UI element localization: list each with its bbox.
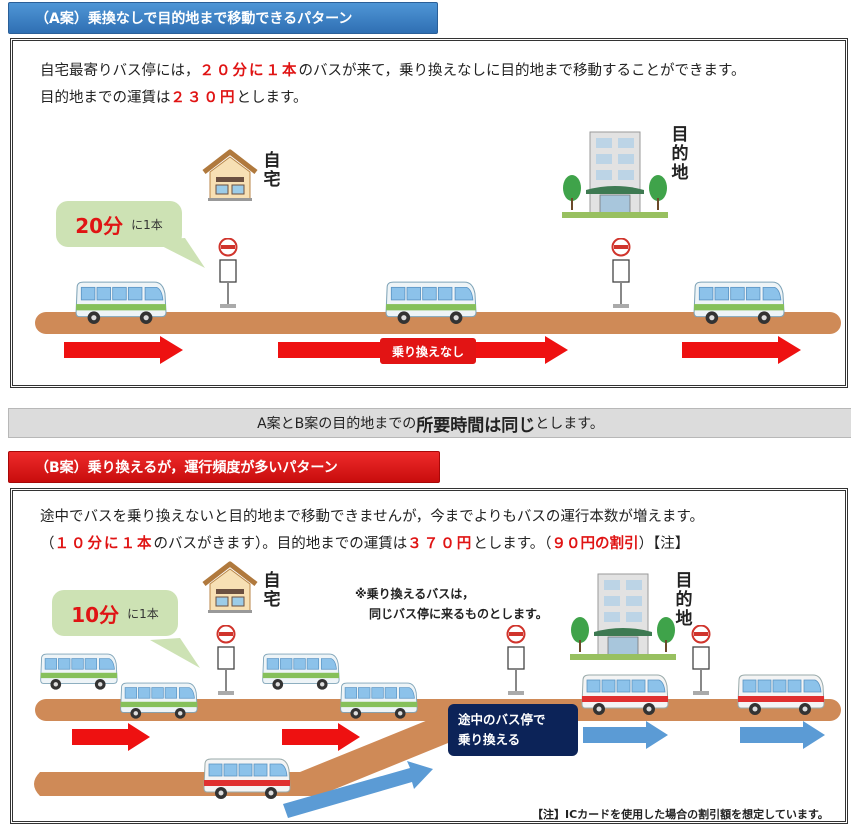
plan-b-bubble-tail — [150, 638, 200, 668]
plan-b-footnote: 【注】ICカードを使用した場合の割引額を想定しています。 — [532, 808, 829, 821]
plan-b-bus-stop-icon — [506, 625, 526, 696]
plan-b-bus-icon — [262, 653, 340, 691]
same-travel-time-emphasis: 所要時間は同じ — [416, 415, 536, 436]
plan-a-frequency-bubble: 20分 に1本 — [56, 201, 182, 247]
plan-a-destination-label: 目的地 — [671, 125, 689, 183]
plan-b-tab-title: （B案）乗り換えるが，運行頻度が多いパターン — [35, 460, 338, 476]
plan-b-desc-line1: 途中でバスを乗り換えないと目的地まで移動できませんが，今までよりもバスの運行本数… — [40, 509, 704, 525]
plan-a-frequency: ２０分に１本 — [199, 63, 299, 79]
plan-b-bus-stop-icon — [216, 625, 236, 696]
plan-a-desc-line1: 自宅最寄りバス停には，２０分に１本のバスが来て，乗り換えなしに目的地まで移動する… — [40, 63, 746, 79]
plan-a-tab: （A案）乗換なしで目的地まで移動できるパターン — [8, 2, 438, 34]
plan-a-bubble-minutes: 20分 — [75, 213, 124, 238]
plan-a-desc-line2: 目的地までの運賃は２３０円とします。 — [40, 90, 308, 106]
plan-b-bus-icon — [40, 653, 118, 691]
plan-b-bubble-per: に1本 — [127, 606, 159, 621]
plan-a-fare: ２３０円 — [170, 90, 237, 106]
plan-b-discount: ９０円の割引 — [551, 536, 639, 552]
plan-b-description: 途中でバスを乗り換えないと目的地まで移動できませんが，今までよりもバスの運行本数… — [40, 504, 704, 558]
plan-b-diagonal-arrow-icon — [283, 761, 433, 818]
plan-b-blue-arrow-icon — [740, 721, 825, 749]
plan-a-home-label: 自宅 — [263, 151, 281, 190]
plan-a-road — [35, 312, 841, 334]
plan-b-arrow-icon — [72, 723, 150, 751]
plan-b-home-label: 自宅 — [263, 571, 281, 610]
plan-a-arrow-icon — [64, 336, 183, 364]
plan-b-branch-road — [34, 707, 480, 796]
plan-a-bubble-per: に1本 — [131, 217, 163, 232]
plan-b-desc-line2: （１０分に１本のバスがきます）。目的地までの運賃は３７０円とします。（９０円の割… — [40, 536, 690, 552]
plan-b-destination-label: 目的地 — [675, 571, 693, 629]
plan-b-bubble-minutes: 10分 — [71, 602, 120, 627]
same-travel-time-banner: A案とB案の目的地までの所要時間は同じとします。 — [8, 408, 851, 438]
plan-b-fare: ３７０円 — [407, 536, 474, 552]
plan-b-building-icon — [569, 573, 677, 661]
plan-a-no-transfer-label: 乗り換えなし — [380, 338, 476, 364]
plan-b-arrow-icon — [282, 723, 360, 751]
plan-b-blue-arrow-icon — [583, 721, 668, 749]
plan-a-tab-title: （A案）乗換なしで目的地まで移動できるパターン — [35, 11, 353, 27]
plan-b-transfer-note: ※乗り換えるバスは， 同じバス停に来るものとします。 — [355, 587, 548, 621]
plan-b-frequency: １０分に１本 — [54, 536, 154, 552]
plan-a-description: 自宅最寄りバス停には，２０分に１本のバスが来て，乗り換えなしに目的地まで移動する… — [40, 58, 746, 112]
plan-b-frequency-bubble: 10分 に1本 — [52, 590, 178, 636]
plan-b-bus-stop-icon — [691, 625, 711, 696]
plan-b-tab: （B案）乗り換えるが，運行頻度が多いパターン — [8, 451, 440, 483]
plan-b-house-icon — [204, 564, 256, 613]
plan-a-arrow-icon — [682, 336, 801, 364]
plan-b-transfer-label: 途中のバス停で 乗り換える — [448, 704, 578, 756]
